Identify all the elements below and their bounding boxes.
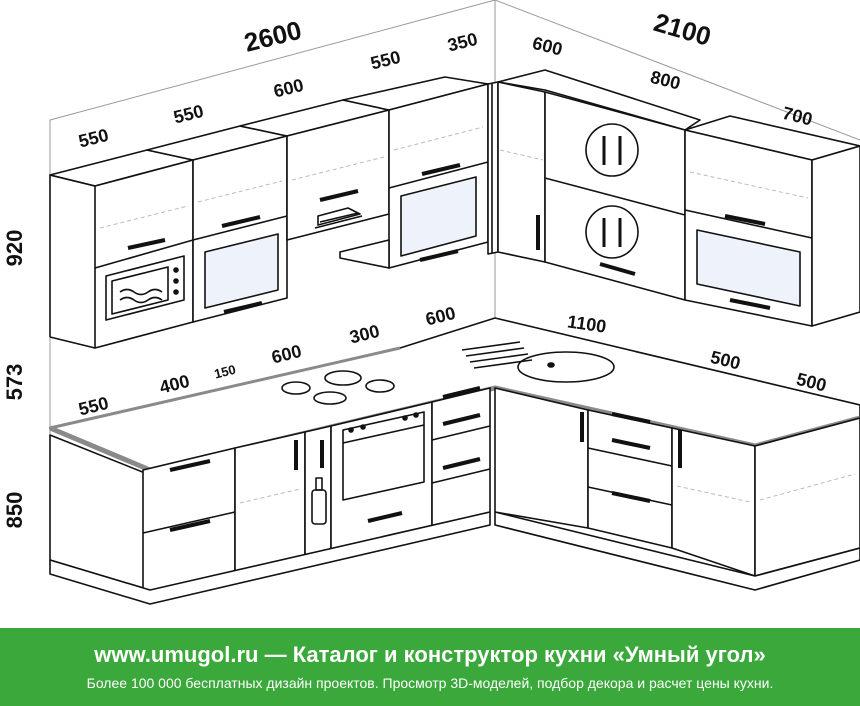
dim-upper-right-2: 800: [648, 67, 682, 94]
upper-corner-column: [487, 81, 499, 255]
dim-counter-left-2: 400: [158, 371, 192, 398]
dim-height-base: 850: [2, 492, 27, 529]
dim-upper-right-3: 700: [780, 103, 814, 130]
dim-height-middle: 573: [2, 364, 27, 401]
dim-top-left-total: 2600: [241, 15, 304, 58]
footer-headline[interactable]: www.umugol.ru — Каталог и конструктор ку…: [94, 642, 766, 667]
footer-banner: www.umugol.ru — Каталог и конструктор ку…: [0, 628, 860, 706]
sink: [461, 341, 615, 383]
base-cabinets-left: [49, 386, 491, 605]
dim-top-right-total: 2100: [651, 7, 715, 52]
dim-upper-left-2: 550: [172, 101, 206, 128]
dim-counter-right-1: 1100: [566, 311, 607, 336]
upper-cabinets-left: [49, 76, 489, 349]
dim-counter-left-3: 150: [213, 362, 238, 382]
base-cabinets-right: [494, 387, 860, 591]
dim-counter-left-4: 600: [270, 341, 304, 368]
dim-upper-left-3: 600: [272, 75, 306, 102]
kitchen-diagram: 2600 2100 550 550 600 550 350 600 800 70…: [2, 0, 860, 605]
dim-upper-right-1: 600: [530, 33, 564, 60]
dim-counter-left-5: 300: [348, 321, 382, 348]
dim-upper-left-1: 550: [77, 125, 111, 152]
footer-subtext: Более 100 000 бесплатных дизайн проектов…: [86, 675, 774, 691]
upper-cabinets-right: [497, 69, 860, 327]
dim-height-upper: 920: [2, 230, 27, 267]
dim-upper-left-5: 350: [446, 29, 480, 56]
cutlery-icon: [585, 205, 639, 259]
cutlery-icon: [585, 123, 639, 177]
dim-counter-left-6: 600: [424, 303, 458, 330]
dim-upper-left-4: 550: [369, 47, 403, 74]
cooktop: [281, 370, 395, 405]
